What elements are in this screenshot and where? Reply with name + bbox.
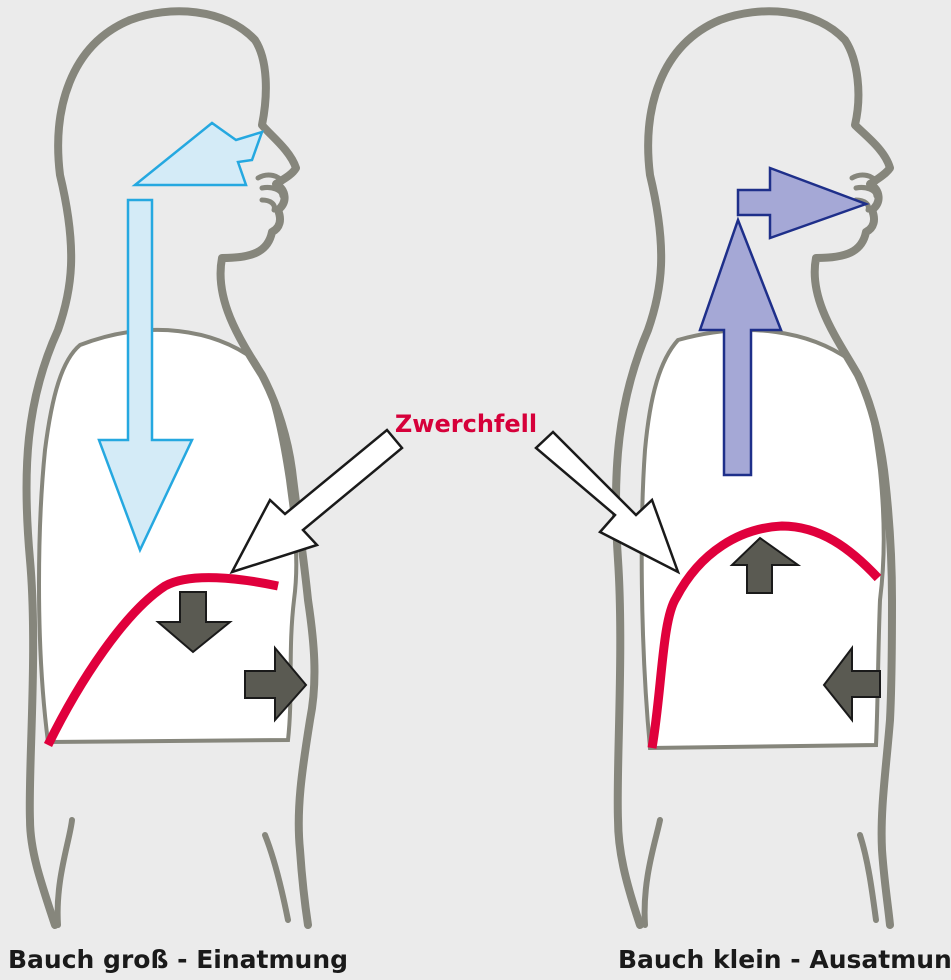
exhale-arrow-icon bbox=[738, 168, 866, 238]
inhale-arrow-icon bbox=[135, 123, 262, 185]
left-front-inner-line bbox=[265, 835, 288, 920]
left-figure: Bauch groß - Einatmung bbox=[8, 11, 348, 974]
right-figure: Bauch klein - Ausatmung bbox=[616, 11, 951, 974]
right-front-inner-line bbox=[860, 835, 876, 920]
right-caption: Bauch klein - Ausatmung bbox=[618, 945, 951, 974]
right-back-inner-line bbox=[645, 820, 660, 925]
left-caption: Bauch groß - Einatmung bbox=[8, 945, 348, 974]
diaphragm-label: Zwerchfell bbox=[395, 410, 537, 438]
left-back-inner-line bbox=[58, 820, 72, 925]
